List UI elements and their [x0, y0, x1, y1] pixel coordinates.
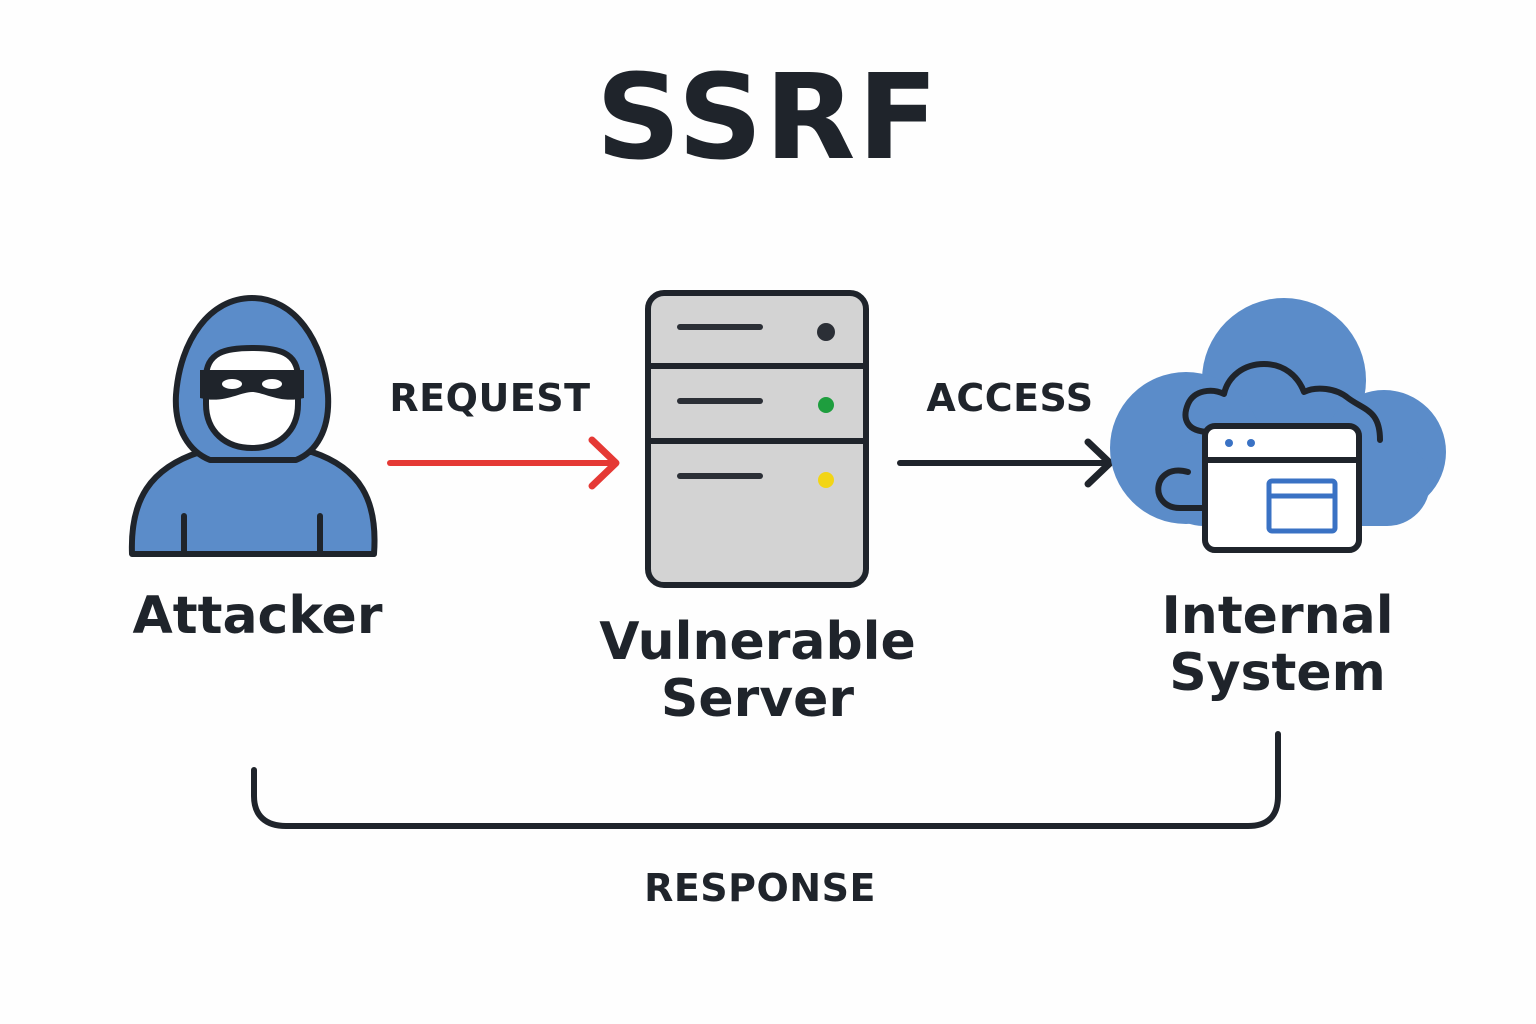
access-label: ACCESS	[926, 376, 1094, 420]
hacker-body	[128, 449, 378, 557]
browser-panel	[1266, 478, 1338, 534]
internal-system-label: Internal System	[1161, 586, 1394, 704]
hacker-eye-left	[222, 379, 242, 389]
server-led-yellow	[818, 472, 834, 488]
cloud-outline	[1155, 361, 1383, 511]
hooded-hacker-icon	[128, 295, 378, 557]
hacker-eye-right	[262, 379, 282, 389]
server-led-dark	[817, 323, 835, 341]
request-label: REQUEST	[389, 376, 591, 420]
diagram-title: SSRF	[595, 48, 941, 186]
access-arrow	[897, 438, 1114, 488]
response-label: RESPONSE	[644, 866, 876, 910]
attacker-label: Attacker	[132, 586, 383, 646]
server-led-green	[818, 397, 834, 413]
response-bracket	[251, 731, 1281, 829]
request-arrow	[387, 436, 620, 490]
server-rack-icon	[645, 290, 869, 588]
hacker-mask	[200, 370, 304, 400]
server-label: Vulnerable Server	[599, 612, 916, 730]
cloud-window-icon	[1110, 298, 1446, 553]
